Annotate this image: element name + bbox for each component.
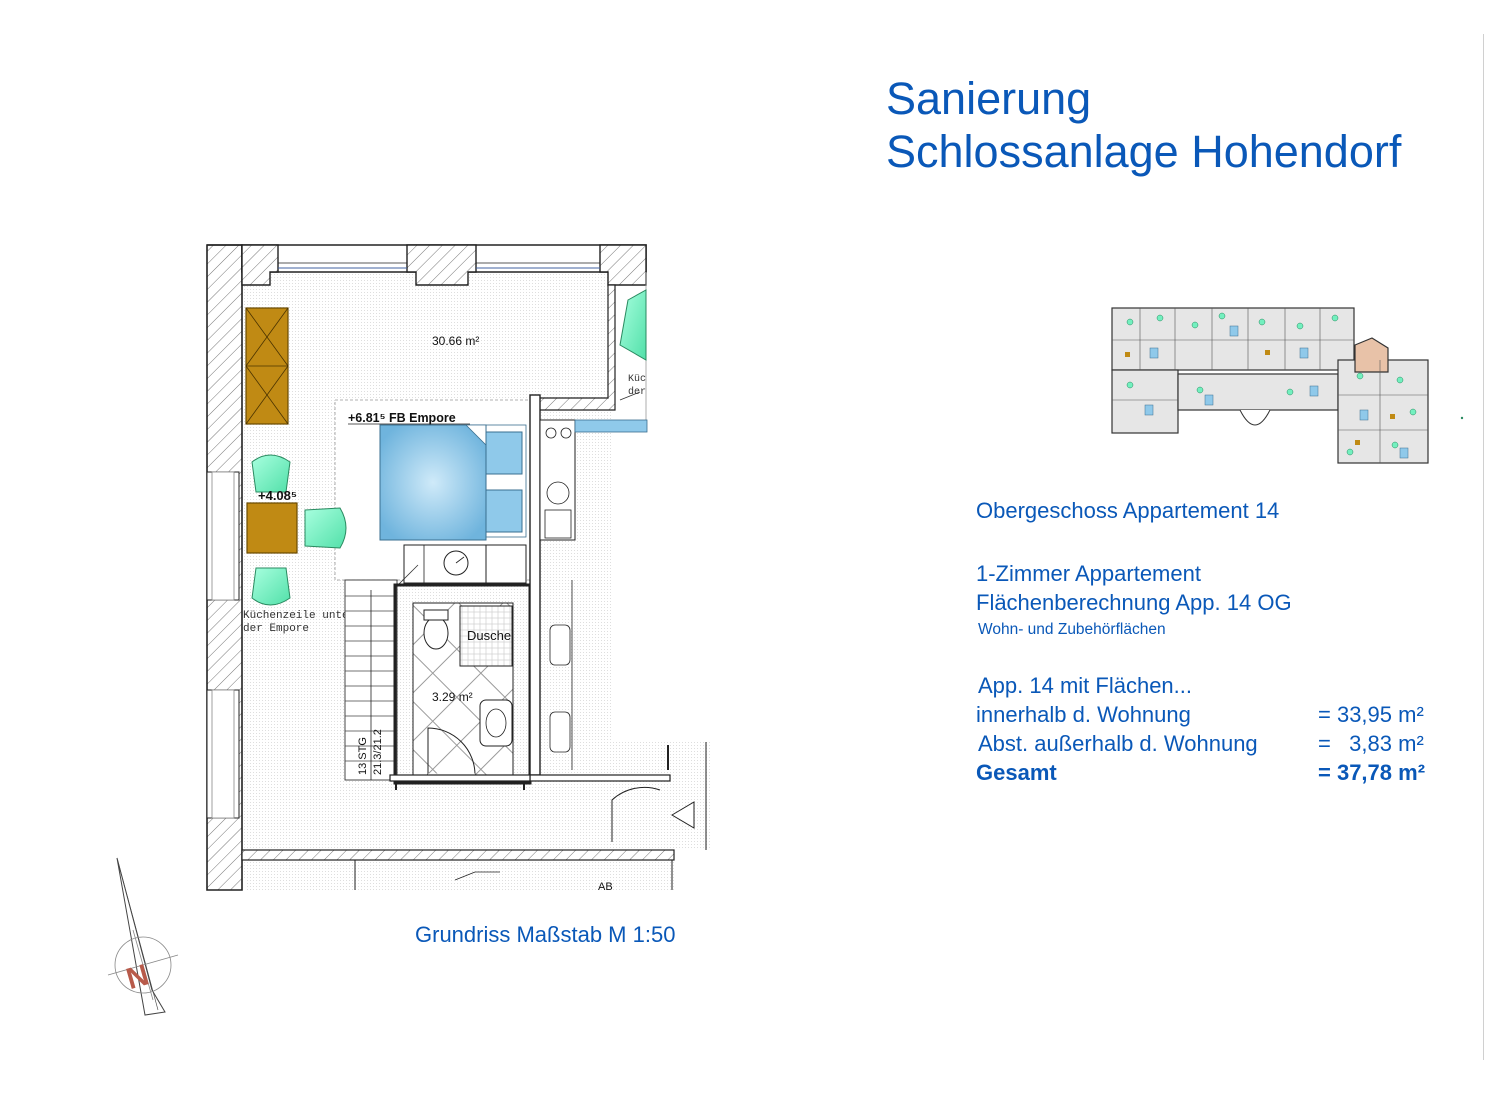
bath-area: 3.29 m² [432, 690, 473, 704]
apartment-type: 1-Zimmer Appartement [976, 561, 1201, 586]
north-arrow-compass: N [107, 857, 179, 1016]
compass-needle [116, 857, 166, 1016]
bathroom-door [427, 727, 476, 776]
kitchen-note-edge-2: der [628, 386, 646, 398]
title-line-2: Schlossanlage Hohendorf [886, 126, 1402, 177]
page-border-line [1483, 34, 1484, 1060]
dining-table [246, 502, 298, 554]
bed [379, 424, 487, 541]
pillow-bottom [485, 489, 523, 533]
kitchen-note-line-2: der Empore [243, 623, 309, 635]
area-row-total-value: = 37,78 m² [1318, 760, 1426, 785]
area-row-outside-label: Abst. außerhalb d. Wohnung [978, 731, 1258, 756]
kitchen-note-edge-1: Küc [628, 373, 646, 385]
toilet-icon [423, 616, 449, 650]
area-row-total-label: Gesamt [976, 760, 1057, 785]
stair-label-line-2: 21.3/21.2 [372, 729, 384, 775]
site-plan-overview [1111, 307, 1464, 464]
area-row-outside: Abst. außerhalb d. Wohnung = 3,83 m² [978, 731, 1448, 757]
site-plan-wing-north [1111, 307, 1355, 371]
site-plan-wing-west [1111, 369, 1179, 434]
area-row-total: Gesamt = 37,78 m² [976, 760, 1446, 786]
area-row-inside-label: innerhalb d. Wohnung [976, 702, 1191, 727]
area-calc-subtitle: Wohn- und Zubehörflächen [978, 621, 1166, 638]
area-calc-title: Flächenberechnung App. 14 OG [976, 590, 1292, 615]
chair-bottom [251, 567, 291, 606]
main-room-area: 30.66 m² [432, 334, 479, 348]
bottom-wall [241, 849, 675, 861]
title-line-1: Sanierung [886, 73, 1092, 124]
shower-area [459, 605, 513, 667]
room-ab-label: AB [598, 881, 613, 893]
floor-title: Obergeschoss Appartement 14 [976, 498, 1280, 523]
project-title: Sanierung Schlossanlage Hohendorf [886, 72, 1401, 178]
empore-label: +6.81⁵ FB Empore [348, 411, 456, 425]
level-label: +4.08⁵ [258, 488, 297, 503]
floor-plan-drawing: 30.66 m² +6.81⁵ FB Empore +4.08⁵ Küchenz… [206, 244, 710, 893]
area-row-inside-value: = 33,95 m² [1318, 702, 1424, 727]
pillow-top [485, 431, 523, 475]
entrance-door [611, 786, 661, 842]
shower-label: Dusche [467, 628, 511, 643]
kitchen-note-line-1: Küchenzeile unter [243, 610, 355, 622]
compass-ring [114, 936, 172, 994]
areas-header: App. 14 mit Flächen... [978, 673, 1192, 698]
area-row-inside: innerhalb d. Wohnung = 33,95 m² [976, 702, 1446, 728]
chair-right [304, 507, 347, 549]
stair-label-line-1: 13 STG [357, 737, 369, 775]
scale-caption: Grundriss Maßstab M 1:50 [415, 922, 676, 947]
entrance-arrow-icon [671, 801, 695, 829]
chair-top [251, 454, 291, 493]
area-row-outside-value: = 3,83 m² [1318, 731, 1424, 756]
compass-north-letter: N [123, 958, 153, 996]
